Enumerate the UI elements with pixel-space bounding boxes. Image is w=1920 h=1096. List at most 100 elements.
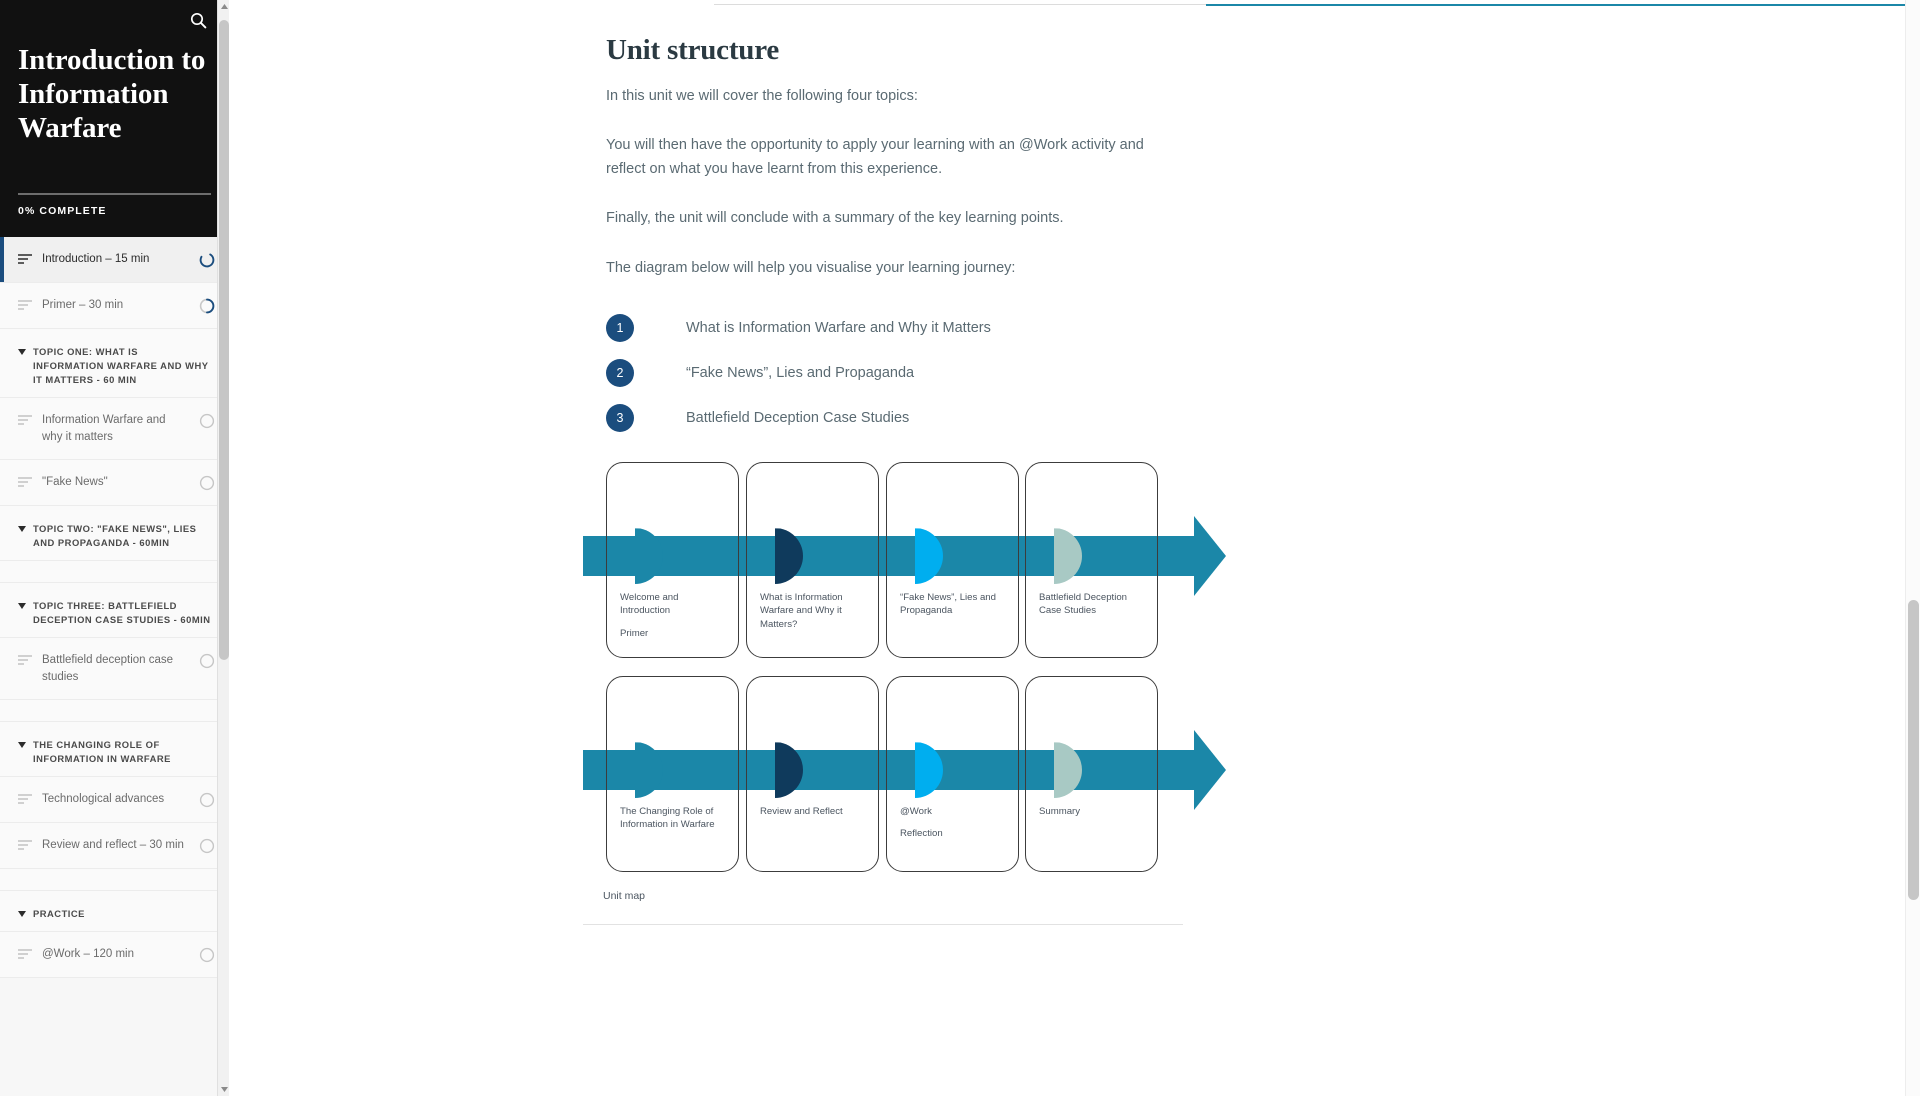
search-icon[interactable]	[185, 7, 211, 33]
sidebar-section-label: THE CHANGING ROLE OF INFORMATION IN WARF…	[33, 739, 171, 765]
intro-paragraph-2: You will then have the opportunity to ap…	[606, 137, 1144, 177]
sidebar-section-label: TOPIC ONE: WHAT IS INFORMATION WARFARE A…	[33, 346, 209, 386]
chevron-down-icon	[18, 911, 26, 918]
sidebar-item-label: Review and reflect – 30 min	[42, 839, 184, 852]
lesson-lines-icon	[18, 655, 32, 666]
topic-row: 2 “Fake News”, Lies and Propaganda	[606, 359, 1529, 388]
sidebar-item-lesson[interactable]: @Work – 120 min	[0, 932, 229, 979]
process-arrow-head	[1194, 730, 1226, 811]
lesson-status-icon	[199, 947, 215, 963]
sidebar-item-label: Technological advances	[42, 793, 165, 806]
sidebar-section-header[interactable]: THE CHANGING ROLE OF INFORMATION IN WARF…	[0, 722, 229, 778]
unit-map-card[interactable]: “Fake News”, Lies and Propaganda	[886, 462, 1019, 659]
topic-number-badge: 1	[606, 314, 634, 343]
unit-map-row: The Changing Role of Information in Warf…	[583, 676, 1263, 876]
content-scroll-region: Unit structure In this unit we will cove…	[229, 0, 1905, 926]
unit-map-card-label: Welcome and Introduction	[620, 592, 679, 617]
bottom-divider	[583, 924, 1183, 926]
unit-map-card-label: What is Information Warfare and Why it M…	[760, 592, 843, 630]
sidebar-item-lesson[interactable]: Information Warfare and why it matters	[0, 398, 229, 460]
course-sidebar: Introduction to Information Warfare 0% C…	[0, 0, 229, 1096]
sidebar-item-lesson[interactable]: Primer – 30 min	[0, 283, 229, 329]
lesson-status-icon	[199, 298, 215, 314]
progress-indicator: 0% COMPLETE	[18, 193, 211, 217]
topic-number-badge: 2	[606, 359, 634, 388]
lesson-status-icon	[199, 252, 215, 268]
topic-row: 3 Battlefield Deception Case Studies	[606, 404, 1529, 433]
main-scrollbar[interactable]	[1905, 0, 1920, 1096]
unit-map-card-label: The Changing Role of Information in Warf…	[620, 806, 715, 831]
intro-paragraph-4: The diagram below will help you visualis…	[606, 259, 1016, 276]
chevron-down-icon	[18, 525, 26, 532]
sidebar-item-label: Information Warfare and why it matters	[42, 414, 166, 443]
sidebar-item-lesson[interactable]: Introduction – 15 min	[0, 237, 229, 283]
unit-map-card-labels: The Changing Role of Information in Warf…	[620, 805, 730, 840]
sidebar-section-label: TOPIC THREE: BATTLEFIELD DECEPTION CASE …	[33, 600, 211, 626]
topic-label: Battlefield Deception Case Studies	[686, 410, 910, 427]
chevron-down-icon	[18, 603, 26, 610]
sidebar-item-lesson[interactable]: Battlefield deception case studies	[0, 638, 229, 701]
process-arrow-band	[583, 536, 1195, 577]
main-content-area: Unit structure In this unit we will cove…	[229, 0, 1920, 1096]
unit-map-card-labels: Battlefield Deception Case Studies	[1039, 591, 1149, 626]
sidebar-item-lesson[interactable]: Review and reflect – 30 min	[0, 823, 229, 870]
lesson-lines-icon	[18, 840, 32, 851]
progress-label: 0% COMPLETE	[18, 205, 107, 217]
unit-map-card-label: Reflection	[900, 828, 943, 840]
sidebar-scrollbar-thumb[interactable]	[219, 20, 229, 660]
sidebar-spacer	[0, 700, 229, 723]
sidebar-section-header[interactable]: TOPIC ONE: WHAT IS INFORMATION WARFARE A…	[0, 329, 229, 399]
sidebar-scroll-up-icon[interactable]	[218, 0, 229, 13]
course-title: Introduction to Information Warfare	[18, 44, 206, 144]
unit-map-card[interactable]: Battlefield Deception Case Studies	[1025, 462, 1158, 659]
search-row	[18, 0, 211, 40]
sidebar-item-label: Primer – 30 min	[42, 299, 124, 311]
sidebar-section-header[interactable]: TOPIC THREE: BATTLEFIELD DECEPTION CASE …	[0, 583, 229, 639]
unit-map-card-label: @Work	[900, 806, 932, 818]
sidebar-spacer	[0, 561, 229, 584]
main-scrollbar-thumb[interactable]	[1908, 600, 1919, 900]
unit-map-card-labels: “Fake News”, Lies and Propaganda	[900, 591, 1010, 626]
lesson-status-icon	[199, 413, 215, 429]
unit-map-caption: Unit map	[603, 890, 646, 903]
unit-map-card-label: Summary	[1039, 806, 1081, 818]
unit-map-card[interactable]: Summary	[1025, 676, 1158, 873]
chevron-down-icon	[18, 349, 26, 355]
lesson-lines-icon	[18, 254, 32, 264]
unit-map-card-labels: What is Information Warfare and Why it M…	[760, 591, 870, 639]
sidebar-section-label: PRACTICE	[33, 908, 85, 920]
process-arrow-head	[1194, 516, 1226, 597]
lesson-status-icon	[199, 653, 215, 669]
sidebar-item-label: Battlefield deception case studies	[42, 654, 174, 683]
topic-number-badge: 3	[606, 404, 634, 433]
progress-track	[18, 193, 211, 195]
sidebar-spacer	[0, 869, 229, 892]
page-body: Unit structure In this unit we will cove…	[229, 0, 1529, 926]
sidebar-scroll-down-icon[interactable]	[218, 1083, 229, 1096]
intro-paragraph-3: Finally, the unit will conclude with a s…	[606, 210, 1064, 227]
unit-map-card[interactable]: What is Information Warfare and Why it M…	[746, 462, 879, 659]
sidebar-item-lesson[interactable]: Technological advances	[0, 777, 229, 824]
sidebar-item-lesson[interactable]: "Fake News"	[0, 459, 229, 506]
sidebar-item-label: Introduction – 15 min	[42, 253, 150, 265]
sidebar-item-label: @Work – 120 min	[42, 948, 134, 961]
unit-map-card[interactable]: The Changing Role of Information in Warf…	[606, 676, 739, 873]
sidebar-section-header[interactable]: PRACTICE	[0, 891, 229, 933]
topic-label: “Fake News”, Lies and Propaganda	[686, 365, 915, 382]
sidebar-section-header[interactable]: TOPIC TWO: "FAKE NEWS", LIES AND PROPAGA…	[0, 505, 229, 562]
intro-paragraph-1: In this unit we will cover the following…	[606, 88, 918, 104]
sidebar-scrollbar[interactable]	[217, 0, 229, 1096]
unit-map-card-labels: Summary	[1039, 805, 1149, 827]
lesson-status-icon	[199, 792, 215, 808]
lesson-status-icon	[199, 838, 215, 854]
lesson-lines-icon	[18, 477, 32, 487]
unit-map-card[interactable]: Review and Reflect	[746, 676, 879, 873]
unit-map-card-label: “Fake News”, Lies and Propaganda	[900, 592, 996, 617]
